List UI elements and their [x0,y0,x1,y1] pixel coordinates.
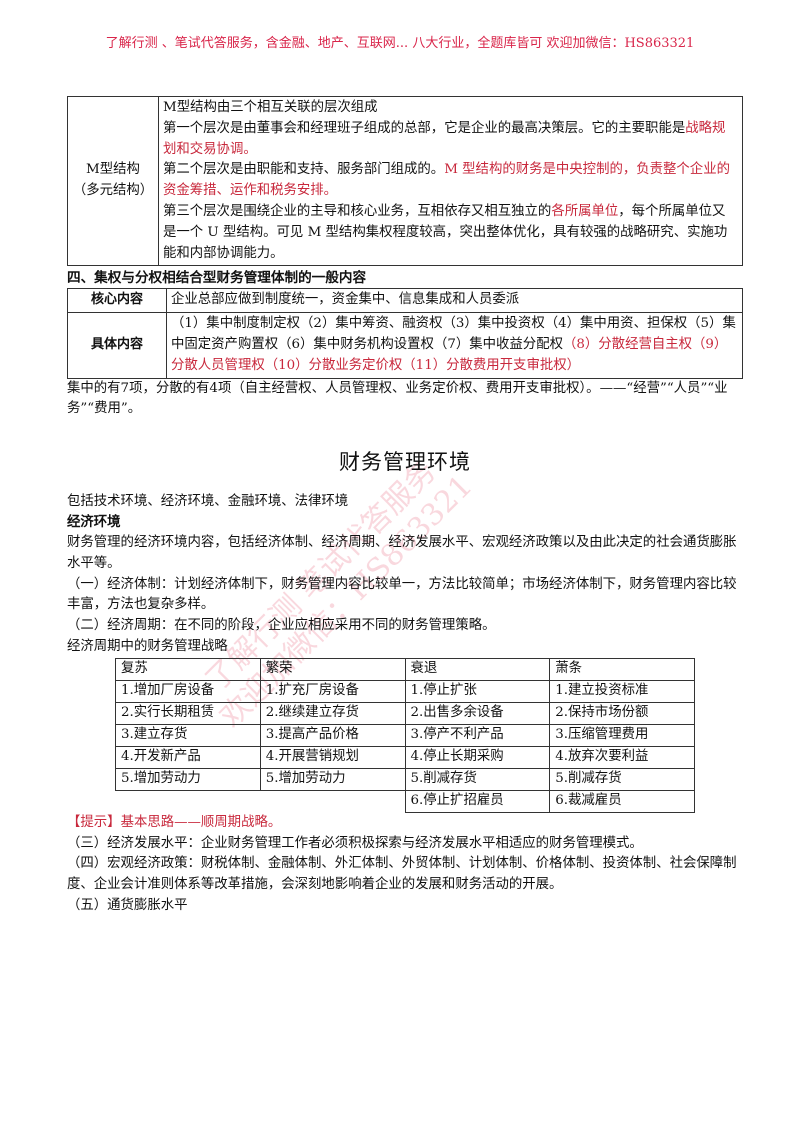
m-structure-table: M型结构 （多元结构） M型结构由三个相互关联的层次组成 第一个层次是由董事会和… [67,95,743,267]
table-cell: 1.建立投资标准 [549,679,695,703]
section-4-heading: 四、集权与分权相结合型财务管理体制的一般内容 [67,270,367,287]
table-cell: 4.放弃次要利益 [549,745,695,769]
macro-policy-para: （四）宏观经济政策：财税体制、金融体制、外汇体制、外贸体制、计划体制、价格体制、… [67,856,737,893]
core-content-label: 核心内容 [67,288,167,314]
econ-cycle-para: （二）经济周期：在不同的阶段，企业应相应采用不同的财务管理策略。 [67,618,496,634]
tip-line: 【提示】基本思路——顺周期战略。 [67,813,743,834]
table-cell: 3.压缩管理费用 [549,723,695,747]
table-row: 3.建立存货 3.提高产品价格 3.停产不利产品 3.压缩管理费用 [115,723,695,747]
tip-text: 基本思路——顺周期战略。 [120,814,282,830]
m-structure-label: M型结构 （多元结构） [67,95,159,267]
top-banner: 了解行测 、笔试代答服务，含金融、地产、互联网... 八大行业，全题库皆可 欢迎… [105,36,695,51]
table-row: 6.停止扩招雇员 6.裁减雇员 [116,789,695,813]
table-row: 1.增加厂房设备 1.扩充厂房设备 1.停止扩张 1.建立投资标准 [115,679,695,703]
table-header: 萧条 [549,657,695,681]
table-cell: 4.停止长期采购 [404,745,551,769]
table-cell: 4.开发新产品 [115,745,261,769]
table-cell: 6.裁减雇员 [549,789,695,813]
table-header: 复苏 [115,657,261,681]
table-cell: 3.建立存货 [115,723,261,747]
table-row: 2.实行长期租赁 2.继续建立存货 2.出售多余设备 2.保持市场份额 [115,701,695,725]
table-cell-empty [260,790,405,812]
centralization-table: 核心内容 企业总部应做到制度统一，资金集中、信息集成和人员委派 具体内容 （1）… [67,288,743,379]
core-content-text: 企业总部应做到制度统一，资金集中、信息集成和人员委派 [166,288,743,314]
table-cell: 5.削减存货 [549,767,695,791]
page-title: 财务管理环境 [339,450,471,475]
table-header-row: 复苏 繁荣 衰退 萧条 [115,657,695,681]
econ-development-para: （三）经济发展水平：企业财务管理工作者必须积极探索与经济发展水平相适应的财务管理… [67,835,643,851]
table-cell: 2.保持市场份额 [549,701,695,725]
table-cell-empty [116,790,261,812]
table-header: 衰退 [404,657,551,681]
table-row: 4.开发新产品 4.开展营销规划 4.停止长期采购 4.放弃次要利益 [115,745,695,769]
table-cell: 3.停产不利产品 [404,723,551,747]
econ-system-para: （一）经济体制：计划经济体制下，财务管理内容比较单一，方法比较简单；市场经济体制… [67,576,737,613]
env-intro: 包括技术环境、经济环境、金融环境、法律环境 [67,494,349,510]
table-cell: 1.停止扩张 [404,679,551,703]
section-4-note: 集中的有7项，分散的有4项（自主经营权、人员管理权、业务定价权、费用开支审批权）… [67,380,728,417]
table-cell: 3.提高产品价格 [259,723,406,747]
table-cell: 1.扩充厂房设备 [259,679,406,703]
econ-heading: 经济环境 [67,514,121,530]
table-cell: 5.增加劳动力 [115,767,261,791]
tip-label: 【提示】 [67,814,121,830]
cycle-strategy-table: 复苏 繁荣 衰退 萧条 1.增加厂房设备 1.扩充厂房设备 1.停止扩张 1.建… [115,657,695,813]
table-cell: 2.实行长期租赁 [115,701,261,725]
table-cell: 4.开展营销规划 [259,745,406,769]
table-header: 繁荣 [259,657,406,681]
table-cell: 6.停止扩招雇员 [404,789,551,813]
detail-content-label: 具体内容 [67,312,167,379]
econ-text: 财务管理的经济环境内容，包括经济体制、经济周期、经济发展水平、宏观经济政策以及由… [67,534,737,571]
document-page: M型结构 （多元结构） M型结构由三个相互关联的层次组成 第一个层次是由董事会和… [67,95,743,917]
m-structure-description: M型结构由三个相互关联的层次组成 第一个层次是由董事会和经理班子组成的总部，它是… [158,95,743,267]
cycle-table-caption: 经济周期中的财务管理战略 [67,638,228,654]
detail-content-text: （1）集中制度制定权（2）集中筹资、融资权（3）集中投资权（4）集中用资、担保权… [166,312,743,379]
table-row: 5.增加劳动力 5.增加劳动力 5.削减存货 5.削减存货 [115,767,695,791]
table-cell: 5.削减存货 [404,767,551,791]
table-cell: 2.出售多余设备 [404,701,551,725]
inflation-para: （五）通货膨胀水平 [67,897,188,913]
table-cell: 2.继续建立存货 [259,701,406,725]
table-cell: 1.增加厂房设备 [115,679,261,703]
table-cell: 5.增加劳动力 [259,767,406,791]
